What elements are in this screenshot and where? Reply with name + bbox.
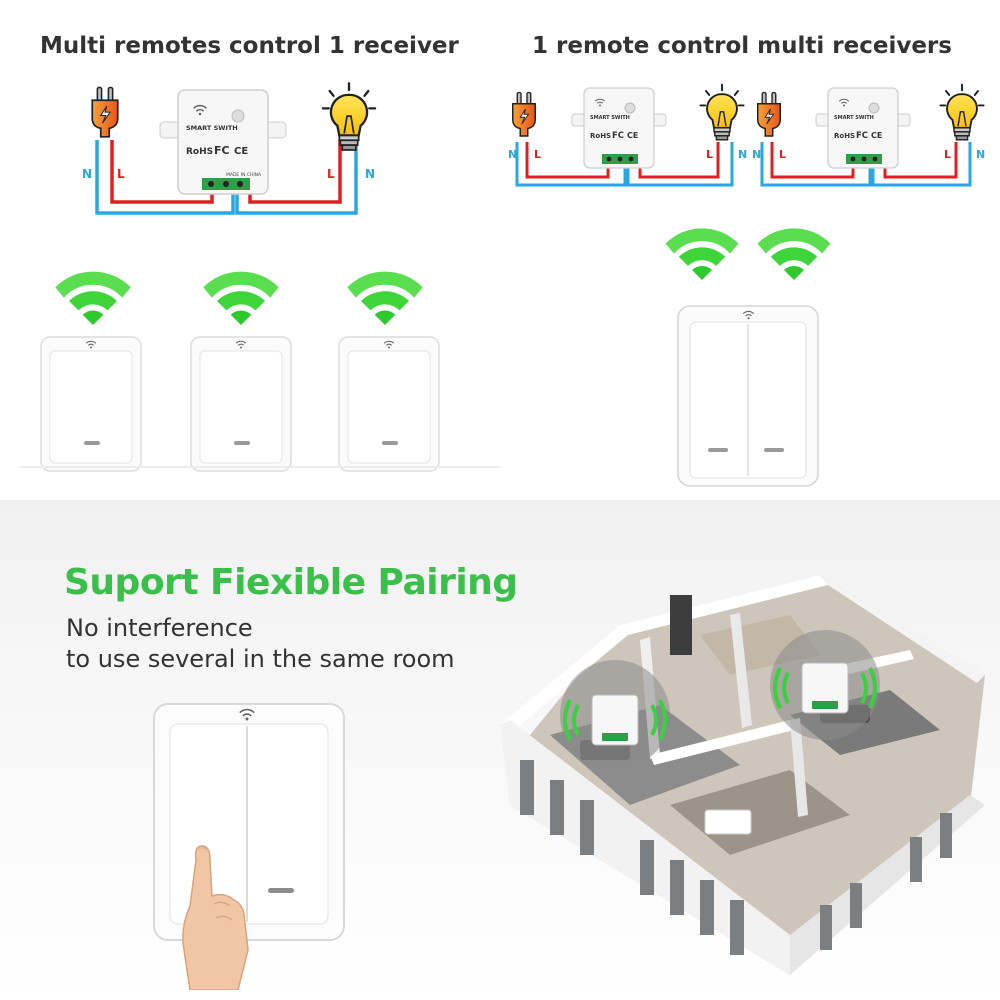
single-button-remote [190,336,292,472]
svg-text:L: L [327,167,335,181]
pairing-line-2: to use several in the same room [66,645,455,673]
wifi-signal-icon [203,271,279,325]
receiver-module: SMART SWITH RoHS FC CE MADE IN CHINA [159,89,287,195]
svg-text:RoHS: RoHS [590,132,611,140]
plug-icon [756,91,782,137]
svg-text:N: N [365,167,375,181]
single-button-remote [338,336,440,472]
finger-hand-icon [182,845,249,990]
svg-text:RoHS: RoHS [186,147,213,157]
light-bulb-icon [321,82,377,152]
svg-text:L: L [117,167,125,181]
right-heading: 1 remote control multi receivers [532,33,952,59]
svg-text:L: L [706,148,713,161]
svg-text:CE: CE [234,146,248,157]
wifi-signal-icon [55,271,131,325]
svg-text:SMART SWITH: SMART SWITH [834,115,874,121]
svg-text:FC: FC [612,131,624,141]
wifi-signal-icon [665,228,739,280]
apartment-illustration [500,575,985,975]
svg-text:SMART SWITH: SMART SWITH [186,124,238,132]
svg-text:N: N [508,148,517,161]
single-button-remote [40,336,142,472]
double-button-remote [677,305,819,487]
plug-icon [91,86,119,138]
svg-text:CE: CE [871,131,882,140]
svg-text:MADE IN CHINA: MADE IN CHINA [226,172,262,178]
svg-text:L: L [779,148,786,161]
light-bulb-icon [939,83,985,141]
svg-text:N: N [82,167,92,181]
pairing-title: Suport Fiexible Pairing [64,562,518,603]
svg-text:L: L [534,148,541,161]
light-bulb-icon [699,83,745,141]
svg-text:N: N [976,148,985,161]
left-heading: Multi remotes control 1 receiver [40,33,459,59]
svg-text:L: L [944,148,951,161]
wifi-signal-icon [757,228,831,280]
remote-shadow-line [20,466,500,468]
svg-text:SMART SWITH: SMART SWITH [590,115,630,121]
svg-text:CE: CE [627,131,638,140]
plug-icon [511,91,537,137]
room-receiver-1 [560,660,670,770]
svg-text:RoHS: RoHS [834,132,855,140]
svg-text:N: N [752,148,761,161]
large-double-remote [153,703,345,990]
wifi-signal-icon [347,271,423,325]
pairing-line-1: No interference [66,614,253,642]
room-receiver-2 [770,630,880,740]
right-wiring-diagram: SMART SWITH RoHS FC CE N L L N SMART SWI… [508,83,985,187]
svg-text:FC: FC [856,131,868,141]
svg-text:N: N [738,148,747,161]
left-wiring-diagram: SMART SWITH RoHS FC CE MADE IN CHINA N L… [82,82,377,215]
svg-text:FC: FC [214,144,230,157]
